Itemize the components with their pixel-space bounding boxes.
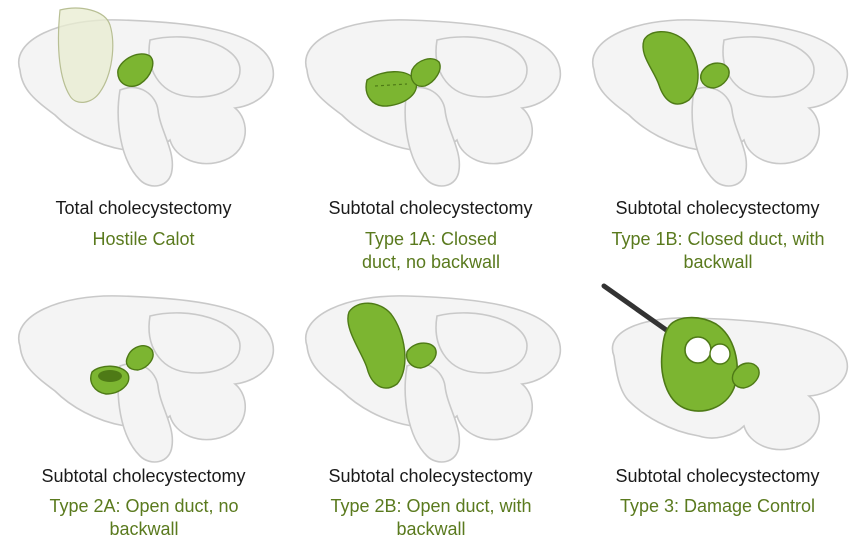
- panel-subtitle: Type 2B: Open duct, with backwall: [309, 495, 553, 541]
- panel-type-1b: Subtotal cholecystectomy Type 1B: Closed…: [574, 0, 861, 276]
- anatomy-illustration: [0, 276, 287, 466]
- panel-type-2b: Subtotal cholecystectomy Type 2B: Open d…: [287, 276, 574, 552]
- panel-title: Subtotal cholecystectomy: [0, 465, 287, 487]
- panel-total-cholecystectomy: Total cholecystectomy Hostile Calot: [0, 0, 287, 276]
- anatomy-illustration: [287, 276, 574, 466]
- panel-subtitle: Type 2A: Open duct, no backwall: [30, 495, 258, 541]
- panel-title: Subtotal cholecystectomy: [574, 197, 861, 219]
- anatomy-illustration: [287, 0, 574, 190]
- anatomy-illustration: [0, 0, 287, 190]
- panel-type-2a: Subtotal cholecystectomy Type 2A: Open d…: [0, 276, 287, 552]
- panel-title: Subtotal cholecystectomy: [287, 197, 574, 219]
- panel-subtitle: Type 3: Damage Control: [574, 495, 861, 518]
- panel-title: Subtotal cholecystectomy: [574, 465, 861, 487]
- panel-type-3: Subtotal cholecystectomy Type 3: Damage …: [574, 276, 861, 552]
- panel-type-1a: Subtotal cholecystectomy Type 1A: Closed…: [287, 0, 574, 276]
- anatomy-illustration: [574, 276, 861, 466]
- panel-subtitle: Type 1B: Closed duct, with backwall: [598, 228, 838, 274]
- panel-title: Total cholecystectomy: [0, 197, 287, 219]
- panel-subtitle: Type 1A: Closed duct, no backwall: [345, 228, 517, 274]
- panel-subtitle: Hostile Calot: [0, 228, 287, 251]
- anatomy-illustration: [574, 0, 861, 190]
- panel-title: Subtotal cholecystectomy: [287, 465, 574, 487]
